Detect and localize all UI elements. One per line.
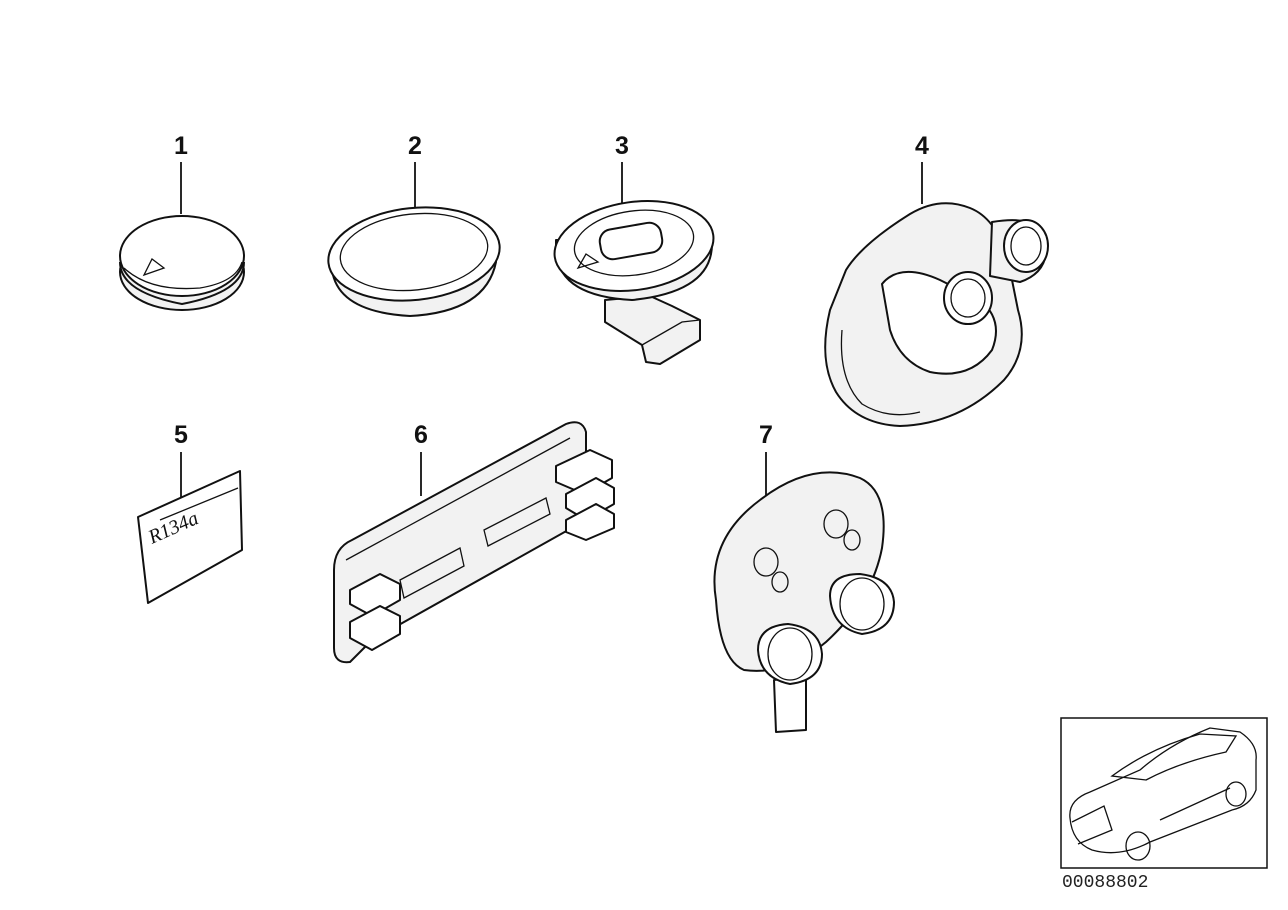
oval-plug-rim <box>339 212 489 292</box>
triangle-mark-icon <box>576 253 600 270</box>
part-2-oval-plug[interactable]: 2 <box>324 132 505 317</box>
disc-hole-2 <box>771 571 789 593</box>
triangle-mark-icon <box>142 258 166 277</box>
sticker-line <box>159 487 239 521</box>
sticker-sheet <box>137 470 243 604</box>
part-6-bracket-plate[interactable]: 6 <box>333 421 615 664</box>
plate-edge <box>345 437 571 561</box>
disc-hole-1 <box>753 547 779 577</box>
thumbnail-frame <box>1060 717 1268 869</box>
callout-2: 2 <box>408 132 422 160</box>
part-4-sealing-cap[interactable]: 4 <box>824 132 1049 427</box>
valve-lower-cap <box>767 627 813 681</box>
plate-slot-left <box>399 547 465 599</box>
callout-1: 1 <box>174 132 188 160</box>
car-grille <box>1071 805 1113 845</box>
oval-plug-cap <box>327 206 501 302</box>
grommet-tab-edge <box>641 319 701 346</box>
callout-6: 6 <box>414 421 428 449</box>
valve-upper-cap <box>839 577 885 631</box>
car-side-line <box>1159 787 1231 821</box>
callout-4: 4 <box>915 132 929 160</box>
grommet-inner-ring <box>573 209 695 277</box>
clip-right-lower <box>565 503 615 541</box>
vehicle-thumbnail[interactable] <box>1060 717 1268 869</box>
car-roof <box>1110 733 1238 781</box>
part-5-refrigerant-label[interactable]: 5 R134a <box>137 421 243 604</box>
part-1-round-plug[interactable]: 1 <box>119 132 245 311</box>
grommet-tab <box>604 295 701 365</box>
car-wheel-front <box>1125 831 1151 861</box>
clip-left-lower <box>349 605 401 651</box>
callout-5: 5 <box>174 421 188 449</box>
cap-body-contour <box>840 329 921 416</box>
valve-upper <box>829 573 895 635</box>
part-7-valve-disc[interactable]: 7 <box>713 421 895 733</box>
clip-left-upper <box>349 573 401 617</box>
part-3-grommet[interactable]: 3 <box>549 132 720 365</box>
document-number: 00088802 <box>1062 873 1148 893</box>
valve-lower <box>757 623 823 685</box>
disc-hole-4 <box>843 529 861 551</box>
plug-rim <box>123 261 243 290</box>
port-left-inner <box>950 278 986 318</box>
plug-cap <box>119 215 245 297</box>
car-wheel-rear <box>1225 781 1247 807</box>
callout-3: 3 <box>615 132 629 160</box>
car-outline <box>1069 727 1257 854</box>
plate-slot-right <box>483 497 551 547</box>
disc-hole-3 <box>823 509 849 539</box>
grommet-slot <box>598 221 664 261</box>
port-right-inner <box>1010 226 1042 266</box>
callout-7: 7 <box>759 421 773 449</box>
